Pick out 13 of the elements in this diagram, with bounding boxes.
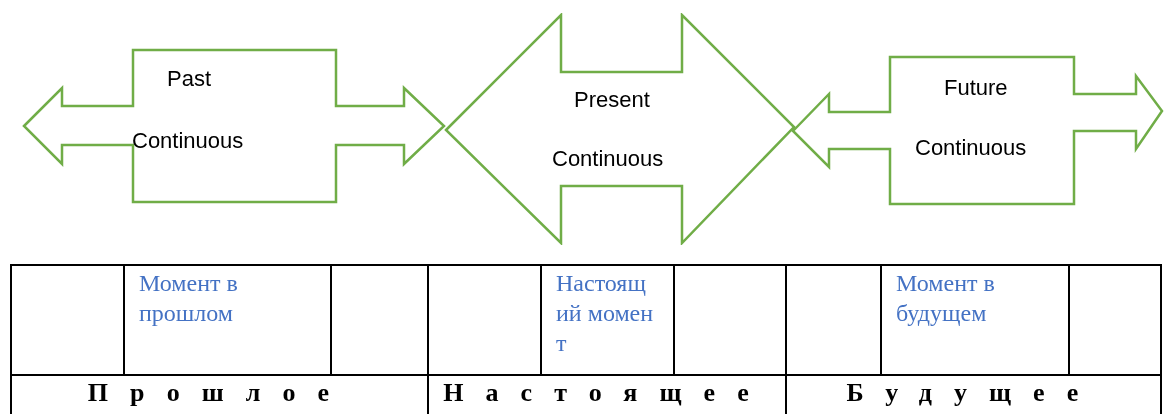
arrow-shape (444, 13, 796, 245)
arrow-label: Present (574, 89, 650, 111)
arrow-shape (791, 55, 1164, 206)
arrow-label: Continuous (915, 137, 1027, 159)
arrow-shape (22, 48, 446, 204)
arrow-label: Future (944, 77, 1008, 99)
table-cell: Момент в прошлом (124, 265, 331, 375)
table-cell: Момент в будущем (881, 265, 1069, 375)
table-cell: Настоящий момент (541, 265, 674, 375)
arrow-label: Continuous (132, 130, 244, 152)
table-cell: Прошлое (11, 375, 428, 414)
arrow-label: Continuous (552, 148, 664, 170)
arrow-label: Past (167, 68, 212, 90)
